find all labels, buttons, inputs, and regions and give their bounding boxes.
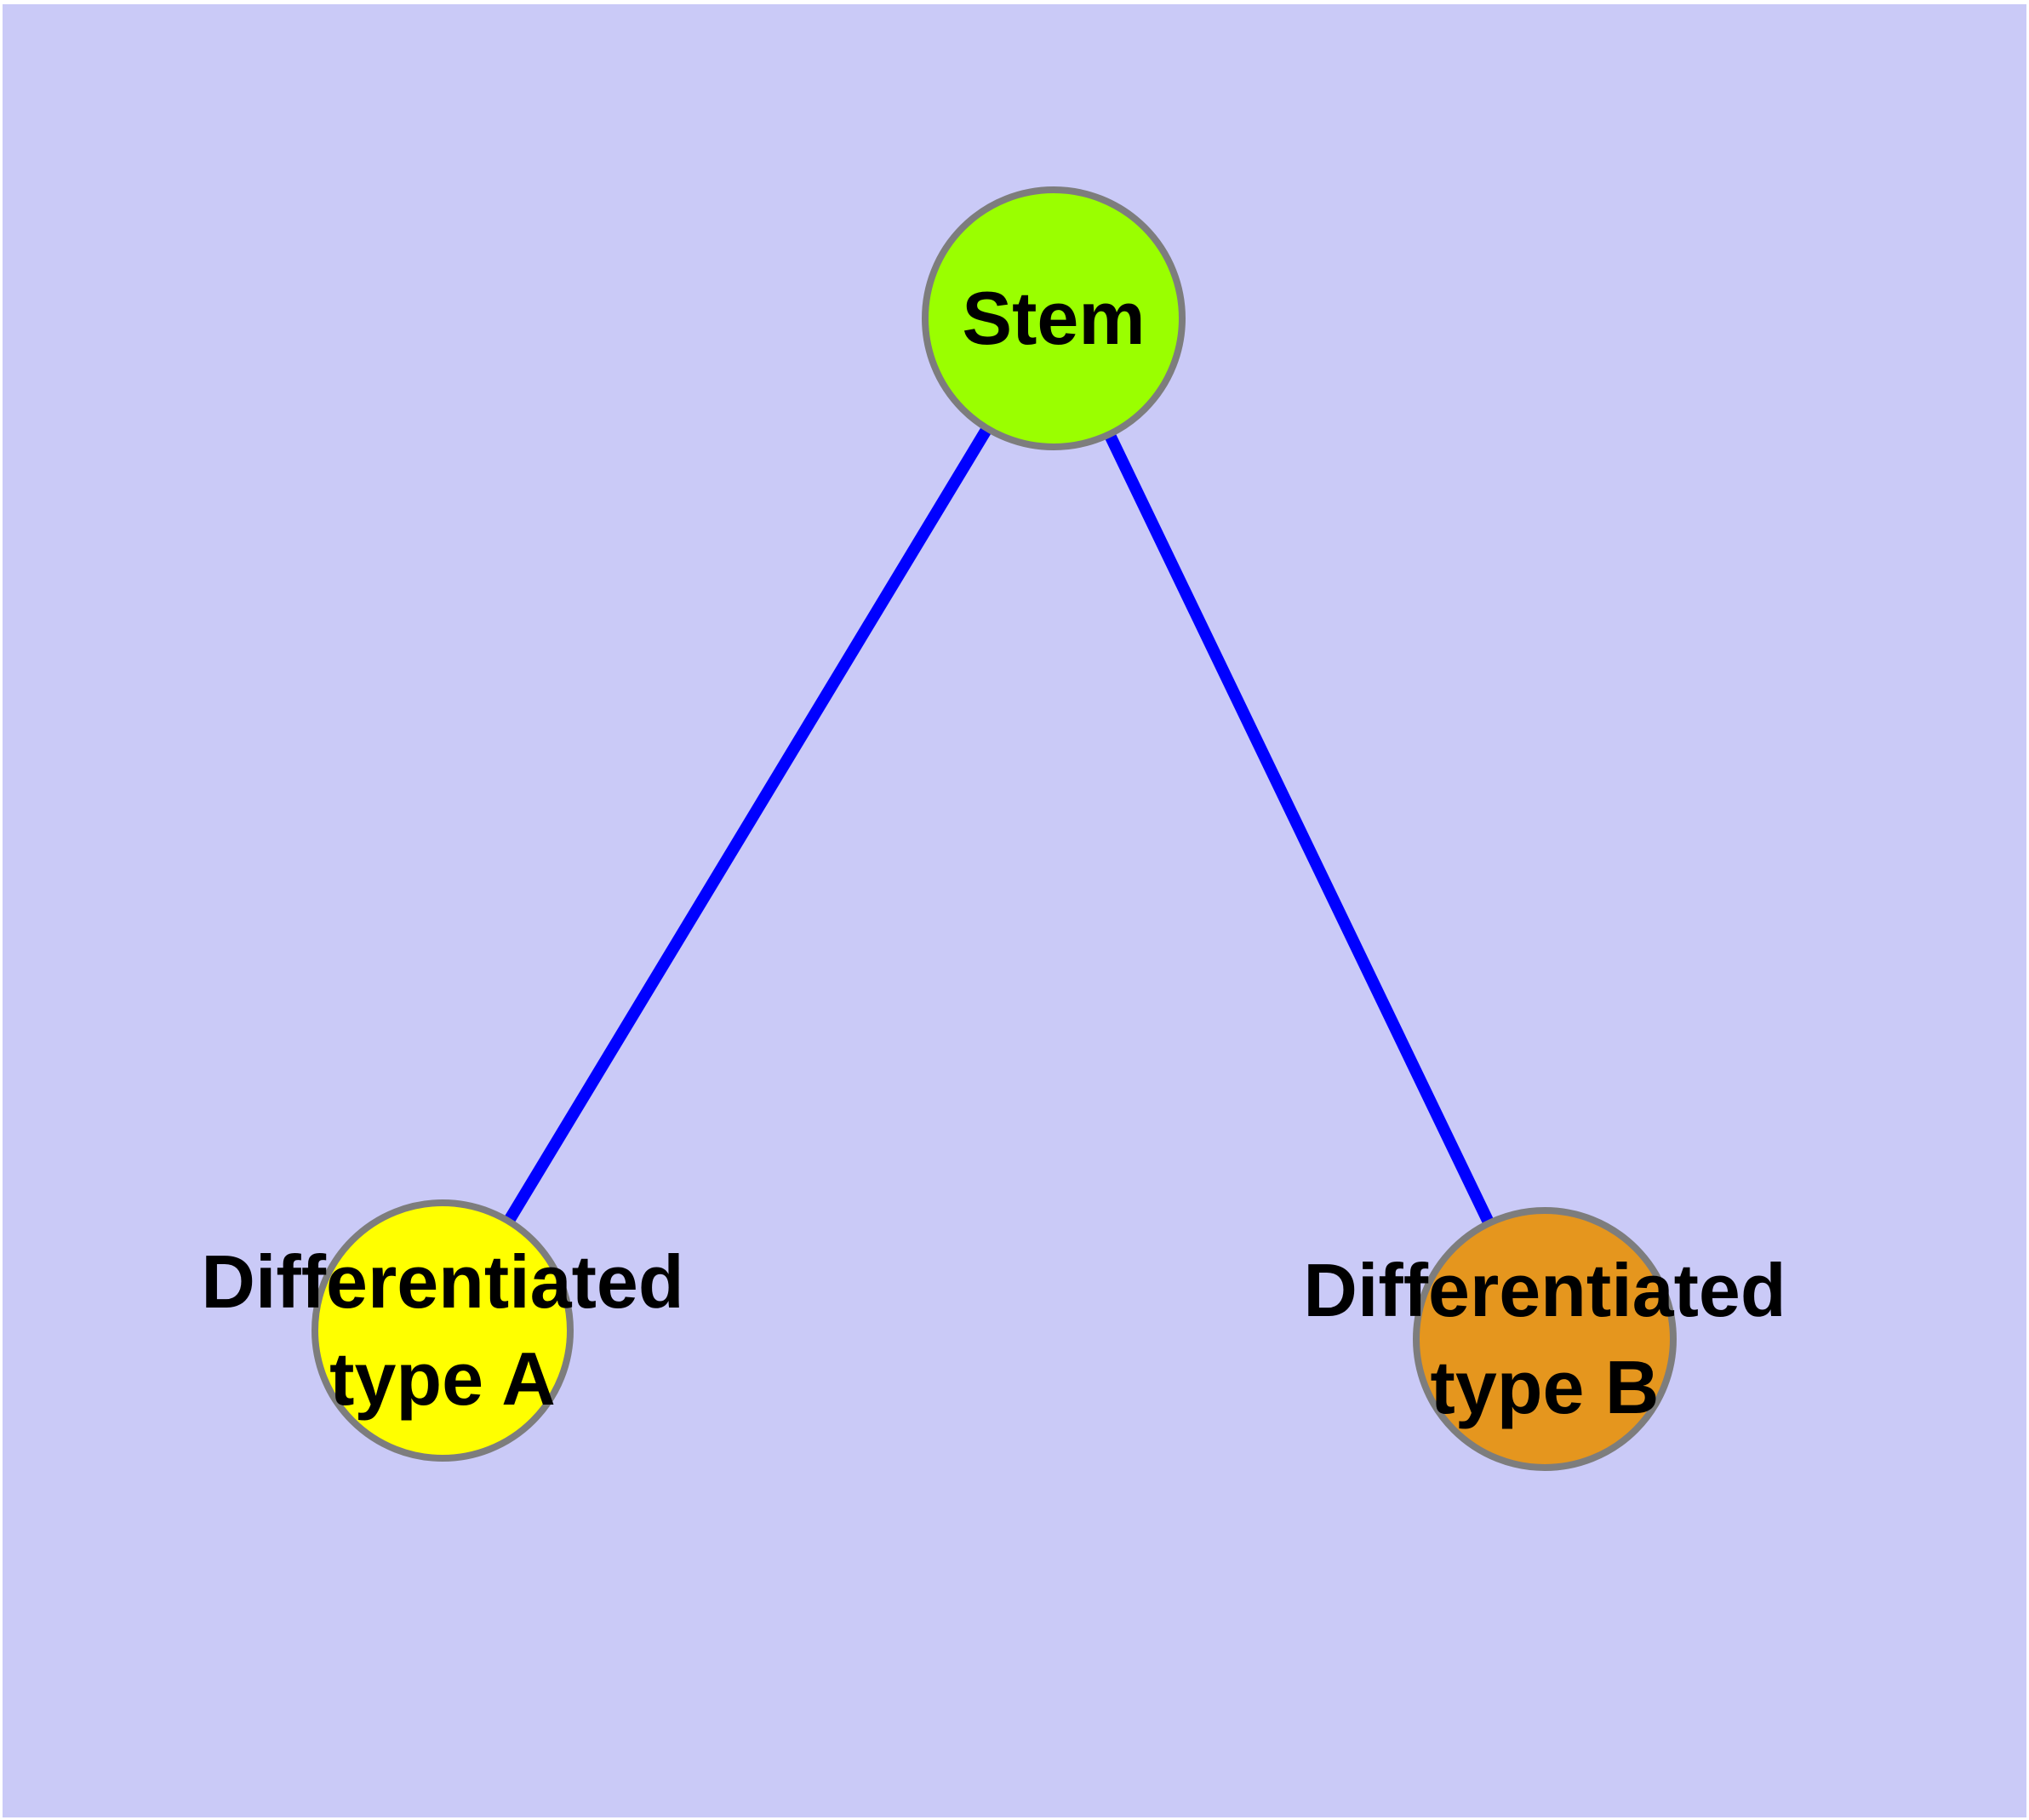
node-type-b-circle (1413, 1207, 1677, 1471)
edge-stem-to-type-a (437, 315, 1059, 1334)
node-stem-circle (922, 186, 1186, 450)
edge-stem-to-type-b (1048, 315, 1551, 1342)
node-type-a-circle (311, 1199, 574, 1462)
